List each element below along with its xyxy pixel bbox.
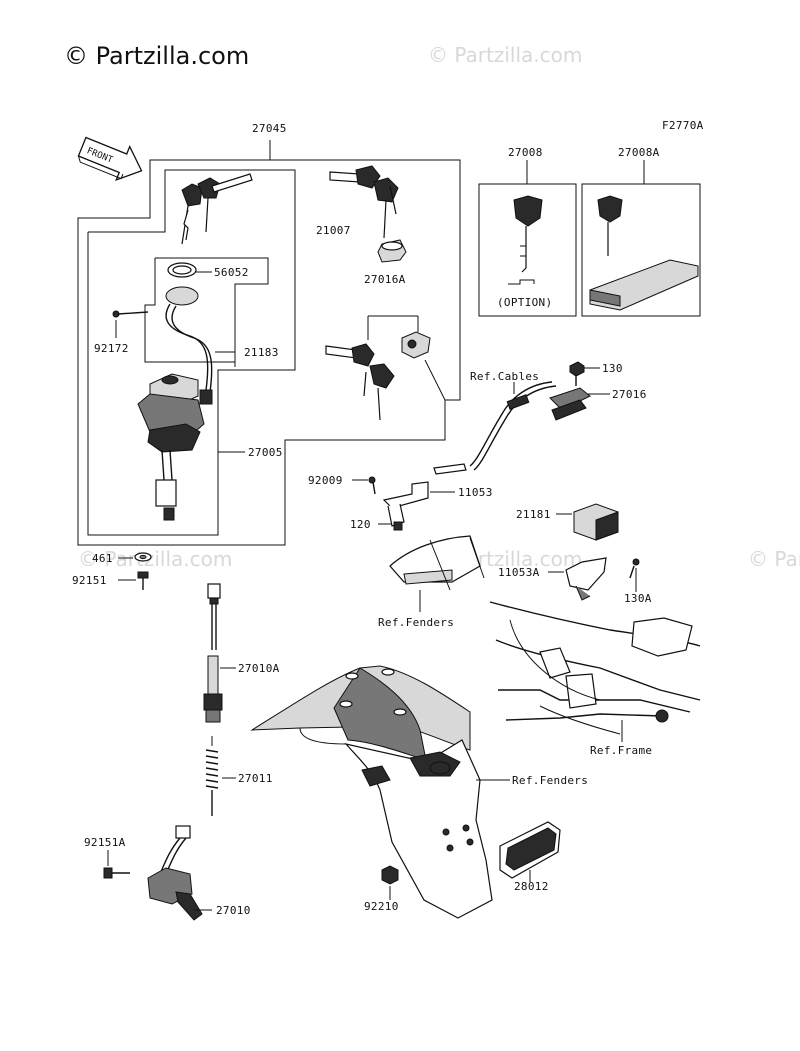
switch-27010 xyxy=(147,825,212,921)
callout-ref-fenders-upper: Ref.Fenders xyxy=(378,616,454,629)
callout-21181: 21181 xyxy=(516,508,551,521)
watermark-main-text: © Partzilla.com xyxy=(64,42,249,70)
rear-frame xyxy=(489,601,701,742)
callout-56052: 56052 xyxy=(214,266,249,279)
rear-fender-upper xyxy=(389,535,485,612)
key-set-27045 xyxy=(181,173,253,245)
callout-27010: 27010 xyxy=(216,904,251,917)
ring-56052 xyxy=(167,262,212,278)
callout-27010A: 27010A xyxy=(238,662,280,675)
callout-92151: 92151 xyxy=(72,574,107,587)
washer-461 xyxy=(118,552,152,562)
bolt-130A xyxy=(629,558,640,592)
callout-21183: 21183 xyxy=(244,346,279,359)
key-set-21007 xyxy=(329,165,407,263)
callout-labels: 27045 27008 27008A 21007 27016A 56052 92… xyxy=(72,122,660,917)
callout-27016: 27016 xyxy=(612,388,647,401)
assembly-outline-27045 xyxy=(77,140,461,546)
option-box-27008A xyxy=(581,183,701,317)
callout-27045: 27045 xyxy=(252,122,287,135)
bolt-120 xyxy=(378,521,403,531)
relay-21181 xyxy=(556,503,619,541)
harness-27010A xyxy=(203,583,236,723)
rear-fender-main xyxy=(250,665,510,919)
watermark-faint-right: © Partzilla.com xyxy=(748,547,800,571)
front-arrow-icon: FRONT xyxy=(77,136,143,182)
switch-wire-21183 xyxy=(165,286,235,405)
watermark-main: © Partzilla.com xyxy=(64,42,249,70)
screw-92172 xyxy=(112,310,149,338)
callout-ref-frame: Ref.Frame xyxy=(590,744,652,757)
callout-ref-cables: Ref.Cables xyxy=(470,370,539,383)
callout-28012: 28012 xyxy=(514,880,549,893)
callout-11053A: 11053A xyxy=(498,566,540,579)
callout-ref-fenders-lower: Ref.Fenders xyxy=(512,774,588,787)
callout-27008A: 27008A xyxy=(618,146,660,159)
key-27008 xyxy=(508,195,543,285)
key-set-27016A xyxy=(325,315,446,421)
callout-21007: 21007 xyxy=(316,224,351,237)
callout-92172: 92172 xyxy=(94,342,129,355)
bolt-130 xyxy=(569,361,600,386)
callout-130A: 130A xyxy=(624,592,652,605)
reflector-28012 xyxy=(499,821,561,882)
callout-27005: 27005 xyxy=(248,446,283,459)
ignition-switch-27005 xyxy=(137,373,245,521)
screw-92009 xyxy=(352,476,376,495)
key-27008A xyxy=(589,195,699,311)
callout-120: 120 xyxy=(350,518,371,531)
bolt-92151A xyxy=(103,850,130,879)
callout-11053: 11053 xyxy=(458,486,493,499)
callout-92210: 92210 xyxy=(364,900,399,913)
callout-461: 461 xyxy=(92,552,113,565)
diagram-code: F2770A xyxy=(662,119,704,132)
callout-92009: 92009 xyxy=(308,474,343,487)
callout-27016A: 27016A xyxy=(364,273,406,286)
callout-130: 130 xyxy=(602,362,623,375)
spring-27011 xyxy=(205,736,236,816)
bracket-11053A xyxy=(548,557,607,601)
option-label: (OPTION) xyxy=(497,296,552,309)
bracket-11053 xyxy=(382,481,455,527)
callout-92151A: 92151A xyxy=(84,836,126,849)
callout-27008: 27008 xyxy=(508,146,543,159)
callout-27011: 27011 xyxy=(238,772,273,785)
seat-lock-cable xyxy=(433,381,557,475)
watermark-faint-left: © Partzilla.com xyxy=(78,547,232,571)
lock-bracket-27016 xyxy=(549,387,610,421)
watermark-faint-top: © Partzilla.com xyxy=(428,43,582,67)
bolt-92151 xyxy=(118,571,149,590)
nut-92210 xyxy=(381,865,399,900)
